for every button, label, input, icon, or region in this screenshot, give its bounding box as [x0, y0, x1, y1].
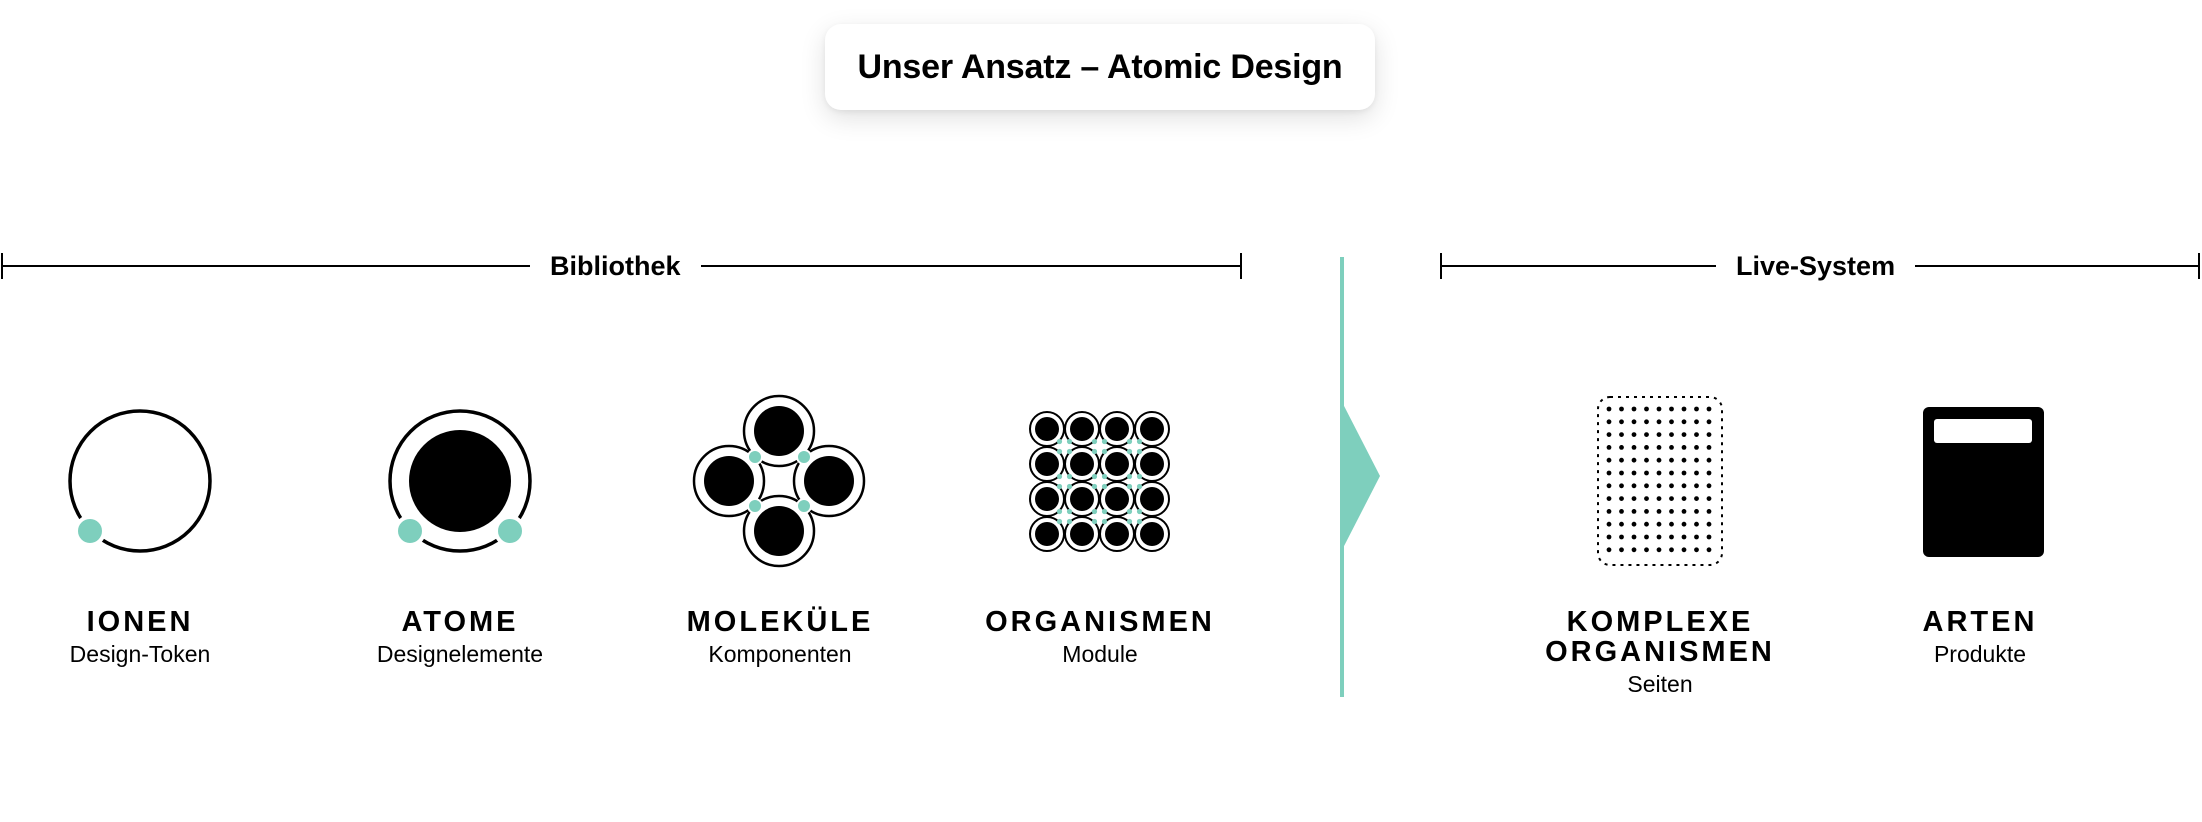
- column-species: ARTEN Produkte: [1880, 607, 2080, 669]
- column-complex-organisms: KOMPLEXE ORGANISMEN Seiten: [1520, 607, 1800, 699]
- column-title: IONEN: [86, 606, 194, 638]
- column-subtitle: Design-Token: [69, 641, 211, 667]
- column-title: ATOME: [401, 606, 519, 638]
- column-title: MOLEKÜLE: [686, 606, 874, 638]
- column-molecules: MOLEKÜLE Komponenten: [660, 607, 900, 669]
- column-title: ARTEN: [1922, 606, 2038, 638]
- column-subtitle: Module: [1062, 641, 1138, 667]
- product-icon: [1923, 407, 2044, 557]
- molecule-icon: [692, 394, 866, 568]
- ion-icon: [68, 409, 212, 553]
- organism-icon: [1029, 411, 1170, 552]
- column-subtitle: Komponenten: [708, 641, 852, 667]
- column-subtitle: Produkte: [1933, 641, 2027, 667]
- divider-arrow: [1340, 257, 1380, 697]
- column-title-line2: ORGANISMEN: [1545, 636, 1775, 668]
- column-atoms: ATOME Designelemente: [340, 607, 580, 669]
- column-ions: IONEN Design-Token: [40, 607, 240, 669]
- library-section-label: Bibliothek: [530, 243, 701, 289]
- column-subtitle: Designelemente: [376, 641, 544, 667]
- diagram-title: Unser Ansatz – Atomic Design: [825, 24, 1375, 110]
- dotted-page-icon: [1597, 396, 1723, 566]
- atom-icon: [388, 409, 532, 553]
- column-subtitle: Seiten: [1627, 671, 1693, 697]
- column-organisms: ORGANISMEN Module: [960, 607, 1240, 669]
- live-system-section-label: Live-System: [1716, 243, 1916, 289]
- column-title-line1: KOMPLEXE: [1566, 606, 1754, 638]
- column-title: ORGANISMEN: [985, 606, 1215, 638]
